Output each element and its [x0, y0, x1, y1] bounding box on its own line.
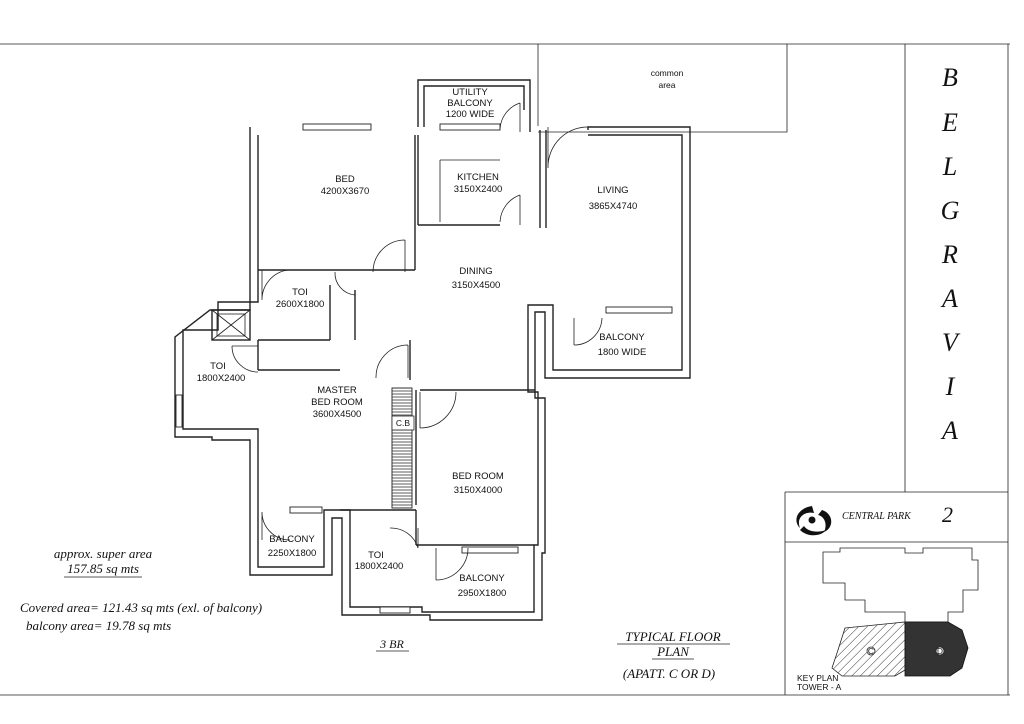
covered-area-note: Covered area= 121.43 sq mts (exl. of bal…: [20, 600, 262, 615]
key-plan-marker-d: D: [937, 646, 943, 656]
toi-1-size: 2600X1800: [276, 299, 325, 310]
central-park-logo-icon: [796, 506, 832, 536]
common-area-outline: [537, 44, 788, 133]
developer-number: 2: [942, 502, 953, 527]
kitchen-label: KITCHEN: [457, 172, 499, 183]
balcony-living-label: BALCONY: [599, 332, 645, 343]
doors: [231, 102, 603, 581]
dining-label: DINING: [459, 266, 492, 277]
room-labels: UTILITY BALCONY 1200 WIDE common area BE…: [197, 68, 684, 599]
toi-1-label: TOI: [292, 287, 308, 298]
master-bed-size: 3600X4500: [313, 409, 362, 420]
balcony-master-size: 2250X1800: [268, 548, 317, 559]
bed-room-label: BED ROOM: [452, 471, 504, 482]
key-plan-label-2: TOWER - A: [797, 682, 842, 692]
master-bed-label-2: BED ROOM: [311, 397, 363, 408]
cb-stairs: [391, 387, 413, 509]
toi-3-label: TOI: [368, 550, 384, 561]
outer-walls: [174, 79, 691, 621]
plan-title: TYPICAL FLOOR PLAN (APATT. C OR D): [617, 629, 730, 681]
bed-room-size: 3150X4000: [454, 485, 503, 496]
title-letter-7: V: [942, 328, 961, 357]
balcony-living-size: 1800 WIDE: [598, 347, 647, 358]
master-bed-label-1: MASTER: [317, 385, 357, 396]
plan-title-line-2: PLAN: [656, 644, 690, 659]
balcony-bed-label: BALCONY: [459, 573, 505, 584]
plan-title-line-1: TYPICAL FLOOR: [625, 629, 721, 644]
balcony-master-label: BALCONY: [269, 534, 315, 545]
central-park-logo: CENTRAL PARK 2: [796, 502, 953, 536]
title-letter-4: G: [941, 196, 960, 225]
key-plan-label-1: KEY PLAN: [797, 673, 838, 683]
plan-subtitle: (APATT. C OR D): [623, 666, 715, 681]
common-area-label-1: common: [651, 68, 684, 78]
key-plan-marker-c: C: [868, 646, 874, 656]
title-letter-6: A: [940, 284, 958, 313]
utility-balcony-label-3: 1200 WIDE: [446, 109, 495, 120]
drawing-frame: [0, 43, 1010, 696]
toi-2-label: TOI: [210, 361, 226, 372]
title-letter-3: L: [942, 152, 957, 181]
developer-name: CENTRAL PARK: [842, 511, 912, 522]
interior-walls: [211, 130, 547, 546]
balcony-area-note: balcony area= 19.78 sq mts: [26, 618, 171, 633]
common-area-label-2: area: [658, 80, 675, 90]
living-size: 3865X4740: [589, 201, 638, 212]
toi-2-size: 1800X2400: [197, 373, 246, 384]
super-area-label: approx. super area: [54, 546, 153, 561]
cb-label-box: [391, 415, 415, 431]
toi-3-size: 1800X2400: [355, 561, 404, 572]
balcony-bed-size: 2950X1800: [458, 588, 507, 599]
living-label: LIVING: [597, 185, 628, 196]
utility-balcony-label-1: UTILITY: [452, 87, 488, 98]
title-letter-2: E: [941, 108, 958, 137]
title-letter-1: B: [942, 63, 958, 92]
kitchen-size: 3150X2400: [454, 184, 503, 195]
area-notes: approx. super area 157.85 sq mts Covered…: [20, 546, 409, 652]
windows: [175, 123, 673, 614]
key-plan-tower-outline: [822, 547, 979, 623]
dining-size: 3150X4500: [452, 280, 501, 291]
bed-size: 4200X3670: [321, 186, 370, 197]
unit-type-label: 3 BR: [379, 637, 404, 651]
title-letter-9: A: [940, 416, 958, 445]
title-letter-8: I: [945, 372, 956, 401]
key-plan: C D KEY PLAN TOWER - A: [797, 547, 979, 692]
super-area-value: 157.85 sq mts: [67, 561, 139, 576]
utility-balcony-label-2: BALCONY: [447, 98, 493, 109]
bed-label: BED: [335, 174, 355, 185]
cb-label: C.B: [396, 418, 411, 428]
title-letter-5: R: [941, 240, 958, 269]
project-title-vertical: B E L G R A V I A: [940, 63, 961, 445]
